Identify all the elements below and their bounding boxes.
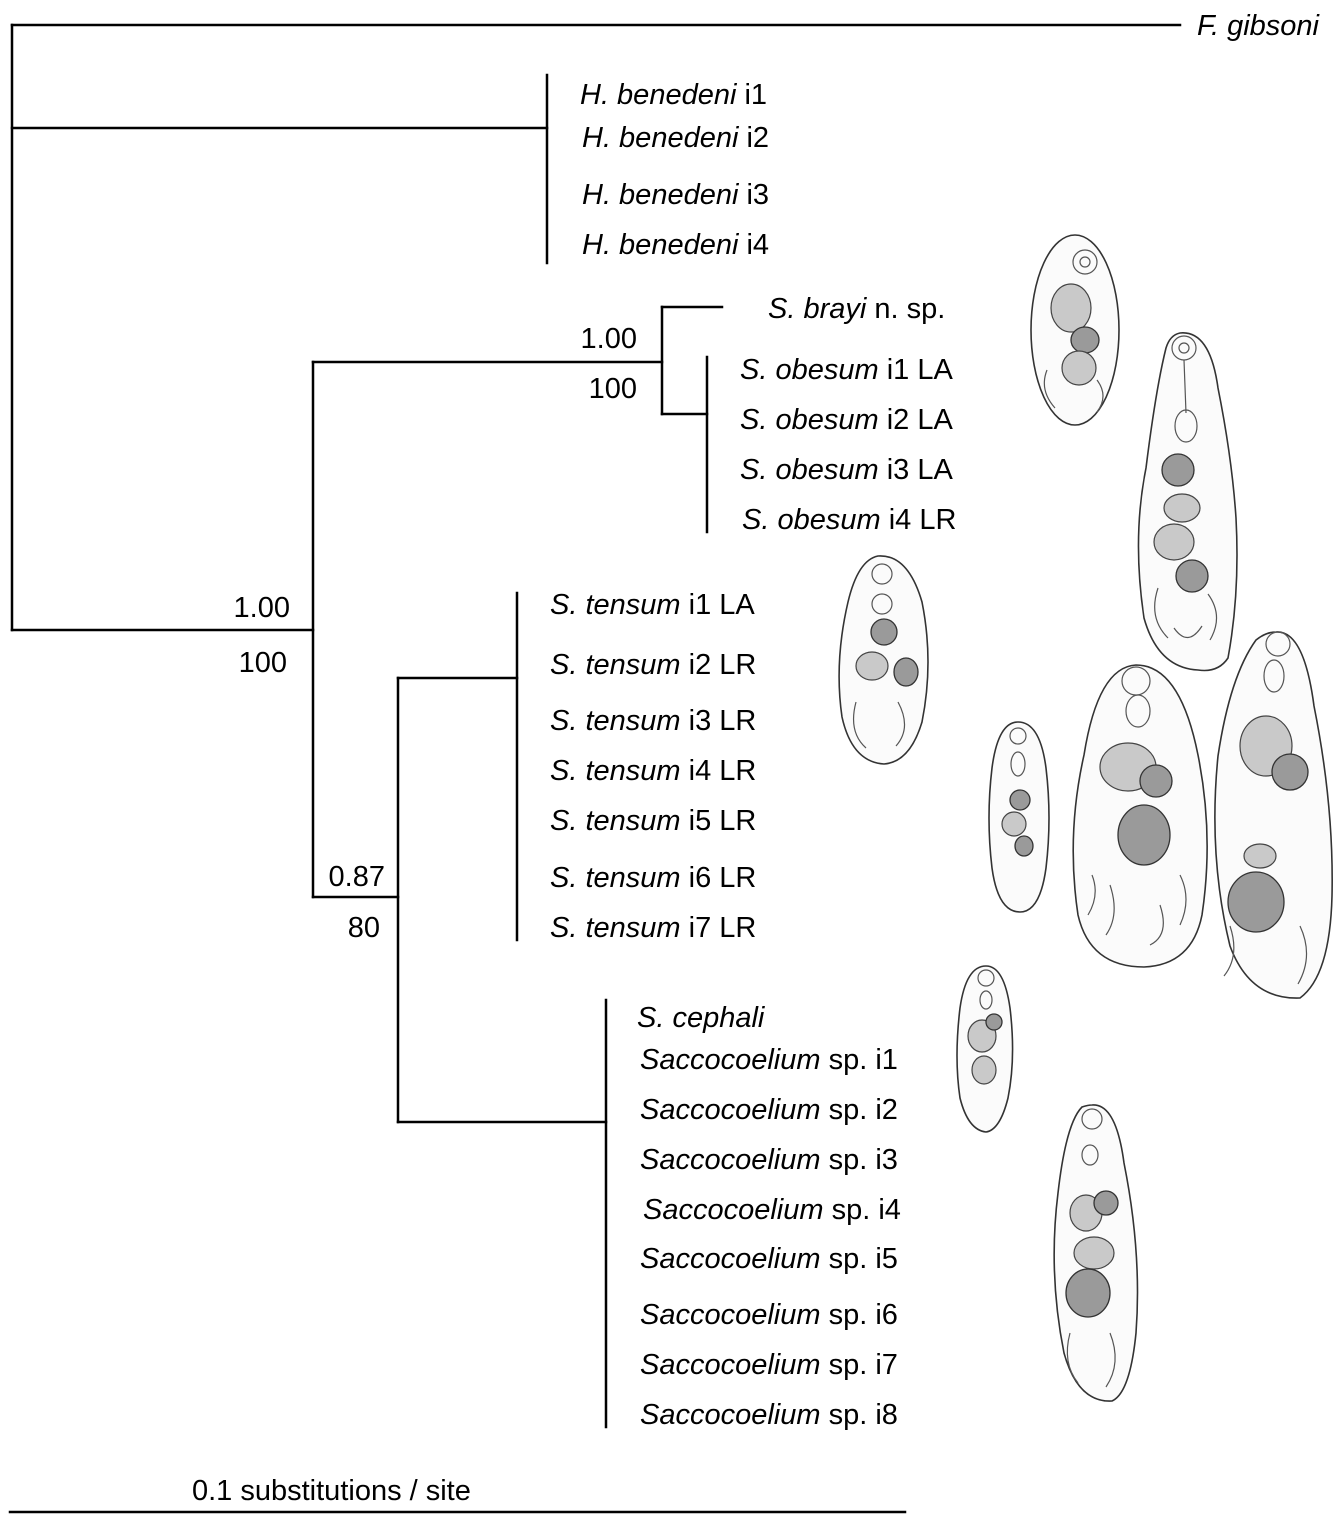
specimen-illustration-obesum — [1137, 332, 1238, 672]
taxon-labels: F. gibsoni H. benedeni i1 H. benedeni i2… — [550, 10, 1321, 1431]
taxon-label: H. benedeni i3 — [582, 179, 769, 211]
taxon-label: H. benedeni i1 — [580, 79, 767, 111]
taxon-label: H. benedeni i4 — [582, 229, 769, 261]
specimen-illustration-cephali — [956, 965, 1014, 1133]
support-brayi-obesum-bootstrap: 100 — [589, 373, 637, 405]
taxon-label: F. gibsoni — [1197, 10, 1321, 42]
taxon-label: Saccocoelium sp. i4 — [643, 1194, 901, 1226]
support-tensum-cephali-bootstrap: 80 — [348, 912, 380, 944]
specimen-illustration-tensum-2 — [1072, 664, 1208, 968]
taxon-label: S. tensum i6 LR — [550, 862, 756, 894]
taxon-label: S. brayi n. sp. — [768, 293, 945, 325]
taxon-label: Saccocoelium sp. i5 — [640, 1243, 898, 1275]
taxon-label: Saccocoelium sp. i7 — [640, 1349, 898, 1381]
support-values: 1.00 100 1.00 100 0.87 80 — [234, 323, 637, 944]
taxon-label: S. cephali — [637, 1002, 766, 1034]
taxon-label: Saccocoelium sp. i6 — [640, 1299, 898, 1331]
taxon-label: Saccocoelium sp. i8 — [640, 1399, 898, 1431]
taxon-label: Saccocoelium sp. i3 — [640, 1144, 898, 1176]
specimen-illustration-brayi — [1030, 234, 1120, 426]
taxon-label: S. tensum i2 LR — [550, 649, 756, 681]
specimen-illustration-tensum-3 — [1214, 631, 1333, 999]
taxon-label: S. tensum i7 LR — [550, 912, 756, 944]
support-tensum-cephali-posterior: 0.87 — [329, 861, 385, 893]
specimen-illustration-tensum-small — [838, 555, 929, 765]
taxon-label: S. tensum i5 LR — [550, 805, 756, 837]
specimen-illustration-saccocoelium — [1053, 1104, 1139, 1402]
scale-bar-label: 0.1 substitutions / site — [192, 1475, 471, 1507]
specimen-illustration-tensum-1 — [988, 721, 1050, 913]
taxon-label: S. tensum i4 LR — [550, 755, 756, 787]
taxon-label: S. obesum i1 LA — [740, 354, 953, 386]
taxon-label: Saccocoelium sp. i2 — [640, 1094, 898, 1126]
taxon-label: Saccocoelium sp. i1 — [640, 1044, 898, 1076]
taxon-label: H. benedeni i2 — [582, 122, 769, 154]
taxon-label: S. obesum i2 LA — [740, 404, 953, 436]
taxon-label: S. obesum i4 LR — [742, 504, 956, 536]
taxon-label: S. tensum i1 LA — [550, 589, 755, 621]
taxon-label: S. tensum i3 LR — [550, 705, 756, 737]
taxon-label: S. obesum i3 LA — [740, 454, 953, 486]
support-saccocoelium-bootstrap: 100 — [239, 647, 287, 679]
support-brayi-obesum-posterior: 1.00 — [581, 323, 637, 355]
tree-branches — [8, 23, 1182, 1514]
support-saccocoelium-posterior: 1.00 — [234, 592, 290, 624]
